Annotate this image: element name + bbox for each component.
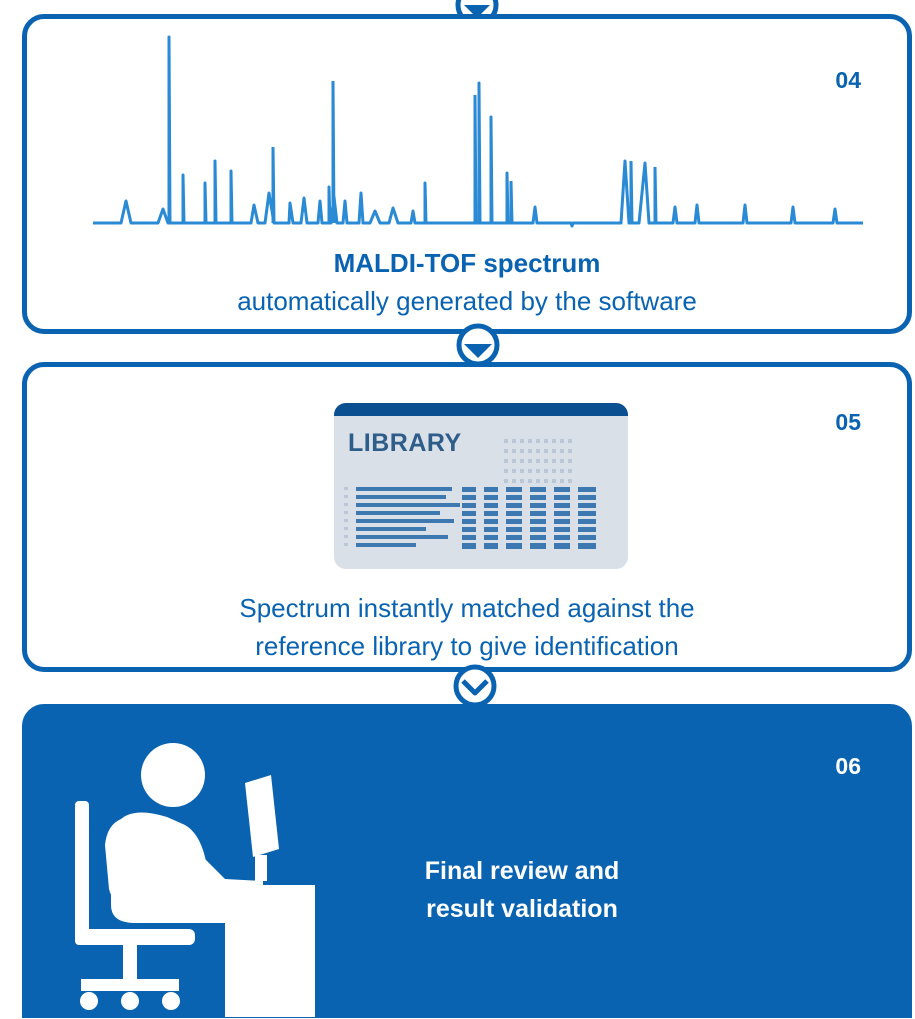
spectrum-icon [93, 35, 863, 228]
library-icon: LIBRARY [334, 403, 628, 569]
caption-line-1: Final review and [424, 857, 620, 885]
library-label: LIBRARY [348, 429, 462, 457]
caption-line-2: automatically generated by the software [237, 286, 697, 316]
step-caption: Final review and result validation [327, 852, 717, 928]
library-table-graphic [344, 439, 598, 549]
library-header-bar [334, 403, 628, 416]
step-05-box: 05 LIBRARY [22, 362, 912, 672]
person-at-computer-icon [75, 743, 315, 1017]
chevron-down-icon [453, 664, 497, 708]
caption-line-1: Spectrum instantly matched against the [239, 593, 695, 623]
caption-line-2: result validation [426, 895, 618, 923]
step-number: 06 [835, 753, 861, 779]
caption-line-2: reference library to give identification [255, 631, 679, 661]
step-06-box: 06 [22, 704, 912, 1018]
caption-line-1: MALDI-TOF spectrum [333, 248, 601, 278]
step-04-box: 04 MALDI-TOF spectrum automatically gene… [22, 14, 912, 334]
step-number: 05 [835, 409, 861, 435]
step-caption: MALDI-TOF spectrum automatically generat… [27, 244, 907, 320]
step-number: 04 [835, 67, 861, 93]
chevron-down-icon [456, 323, 500, 367]
step-caption: Spectrum instantly matched against the r… [27, 589, 907, 665]
